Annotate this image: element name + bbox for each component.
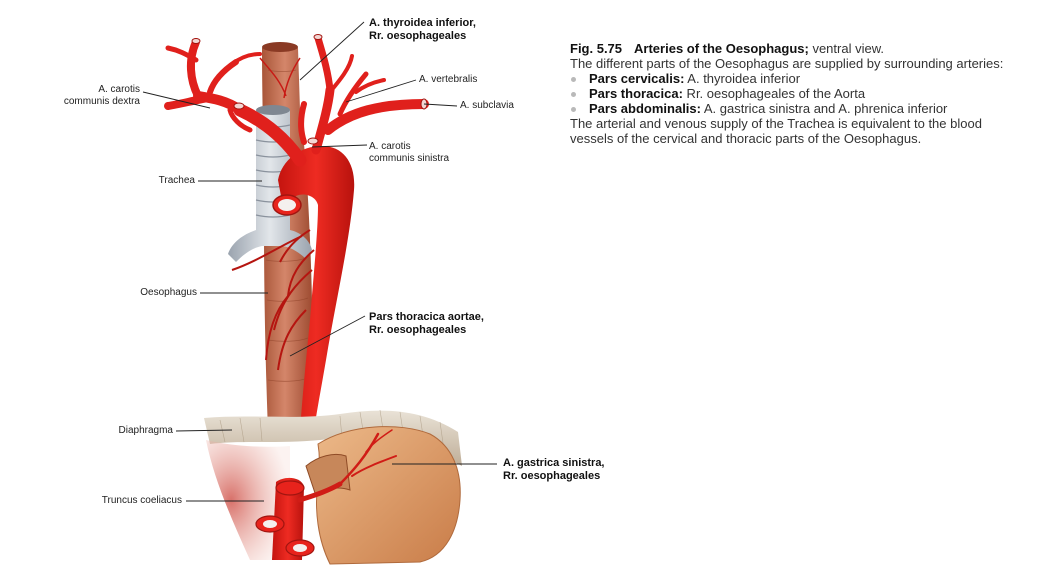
label-pars-thoracica-line1: Pars thoracica aortae, bbox=[369, 311, 484, 323]
label-thyroidea-inferior: A. thyroidea inferior, Rr. oesophageales bbox=[369, 17, 476, 43]
figure-view: ventral view. bbox=[808, 41, 884, 56]
bullet-dot-icon bbox=[571, 77, 576, 82]
label-pars-thoracica: Pars thoracica aortae, Rr. oesophageales bbox=[369, 311, 484, 337]
bullet-dot-icon bbox=[571, 92, 576, 97]
label-thyroidea-line2: Rr. oesophageales bbox=[369, 30, 467, 42]
label-trachea: Trachea bbox=[158, 175, 195, 186]
bullet-dot-icon bbox=[571, 107, 576, 112]
label-oesophagus: Oesophagus bbox=[140, 287, 197, 298]
figure-title: Arteries of the Oesophagus; bbox=[634, 41, 809, 56]
bullet-term: Pars abdominalis: bbox=[589, 101, 701, 116]
caption-bullet: Pars abdominalis: A. gastrica sinistra a… bbox=[570, 101, 1022, 116]
aorta-shape bbox=[278, 146, 355, 432]
figure-title-line: Fig. 5.75 Arteries of the Oesophagus; ven… bbox=[570, 41, 1022, 56]
label-carotis-sinistra-line2: communis sinistra bbox=[369, 153, 450, 164]
bullet-text: A. gastrica sinistra and A. phrenica inf… bbox=[700, 101, 948, 116]
trachea-shape bbox=[228, 110, 312, 262]
label-diaphragma: Diaphragma bbox=[118, 425, 173, 436]
bullet-term: Pars thoracica: bbox=[589, 86, 683, 101]
bullet-text: A. thyroidea inferior bbox=[684, 71, 801, 86]
label-carotis-sinistra-line1: A. carotis bbox=[369, 141, 411, 152]
caption-outro: The arterial and venous supply of the Tr… bbox=[570, 116, 982, 146]
figure-number: Fig. 5.75 bbox=[570, 41, 623, 56]
label-gastrica-line1: A. gastrica sinistra, bbox=[503, 457, 605, 469]
label-gastrica-sinistra: A. gastrica sinistra, Rr. oesophageales bbox=[503, 457, 605, 483]
label-carotis-dextra-line1: A. carotis bbox=[98, 84, 140, 95]
label-pars-thoracica-line2: Rr. oesophageales bbox=[369, 324, 467, 336]
caption-bullet: Pars thoracica: Rr. oesophageales of the… bbox=[570, 86, 1022, 101]
bullet-text: Rr. oesophageales of the Aorta bbox=[682, 86, 866, 101]
label-gastrica-line2: Rr. oesophageales bbox=[503, 470, 601, 482]
caption-bullet-list: Pars cervicalis: A. thyroidea inferior P… bbox=[570, 71, 1022, 116]
label-truncus-coeliacus: Truncus coeliacus bbox=[101, 495, 182, 506]
stomach-shape bbox=[316, 426, 461, 565]
label-carotis-dextra: A. carotis communis dextra bbox=[40, 84, 140, 108]
label-carotis-sinistra: A. carotis communis sinistra bbox=[369, 141, 449, 165]
caption-bullet: Pars cervicalis: A. thyroidea inferior bbox=[570, 71, 1022, 86]
bullet-term: Pars cervicalis: bbox=[589, 71, 685, 86]
label-thyroidea-line1: A. thyroidea inferior, bbox=[369, 17, 476, 29]
label-vertebralis: A. vertebralis bbox=[419, 74, 478, 85]
label-subclavia: A. subclavia bbox=[460, 100, 514, 111]
figure-caption: Fig. 5.75 Arteries of the Oesophagus; ven… bbox=[570, 41, 1022, 146]
label-carotis-dextra-line2: communis dextra bbox=[63, 96, 140, 107]
caption-intro: The different parts of the Oesophagus ar… bbox=[570, 56, 1004, 71]
